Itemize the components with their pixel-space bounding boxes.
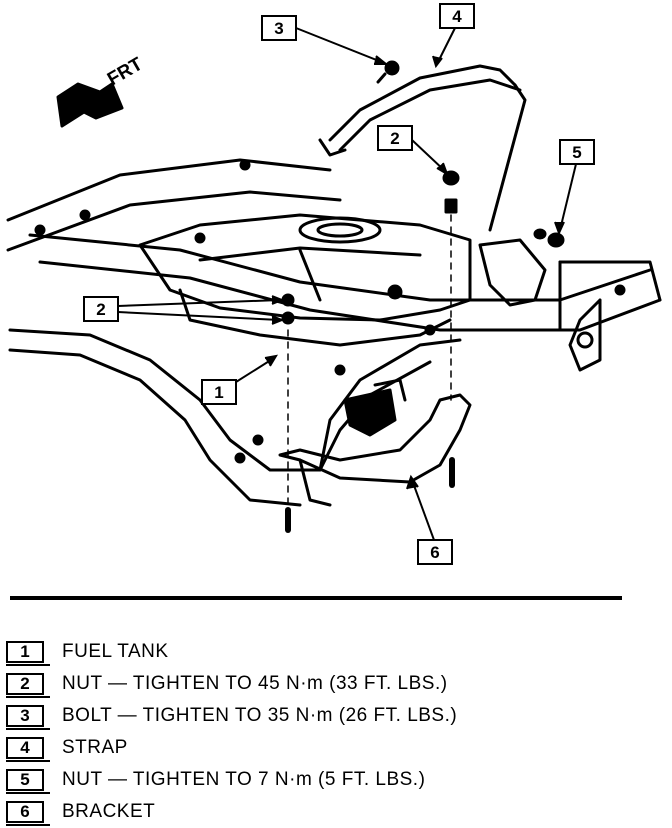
vehicle-frame [6, 158, 662, 507]
legend-number-box: 5 [6, 769, 50, 794]
legend-number-box: 3 [6, 705, 50, 730]
legend-item: 2 NUT — TIGHTEN TO 45 N·m (33 FT. LBS.) [4, 668, 644, 700]
parts-legend: 1 FUEL TANK 2 NUT — TIGHTEN TO 45 N·m (3… [4, 636, 644, 828]
callout-4-label: 4 [452, 7, 462, 26]
legend-description: BRACKET [62, 801, 156, 822]
fuel-tank [138, 213, 547, 347]
legend-description: NUT — TIGHTEN TO 45 N·m (33 FT. LBS.) [62, 673, 448, 694]
callout-3-label: 3 [274, 19, 283, 38]
frt-label: FRT [104, 53, 147, 90]
strap [318, 64, 527, 232]
legend-description: STRAP [62, 737, 128, 758]
callout-5-label: 5 [572, 143, 581, 162]
legend-item: 6 BRACKET [4, 796, 644, 828]
callout-4-strap: 4 [432, 3, 475, 69]
legend-item: 5 NUT — TIGHTEN TO 7 N·m (5 FT. LBS.) [4, 764, 644, 796]
legend-number-box: 2 [6, 673, 50, 698]
callout-3-bolt: 3 [261, 15, 389, 65]
front-direction-arrow: FRT [56, 53, 147, 128]
bracket [278, 378, 472, 507]
legend-description: FUEL TANK [62, 641, 169, 662]
callout-6-bracket: 6 [406, 474, 453, 565]
legend-description: BOLT — TIGHTEN TO 35 N·m (26 FT. LBS.) [62, 705, 458, 726]
callout-2-nut-top: 2 [377, 125, 449, 177]
legend-item: 1 FUEL TANK [4, 636, 644, 668]
callout-6-label: 6 [430, 543, 439, 562]
callout-2-nut-left: 2 [83, 295, 285, 325]
legend-item: 3 BOLT — TIGHTEN TO 35 N·m (26 FT. LBS.) [4, 700, 644, 732]
callout-1-label: 1 [214, 383, 223, 402]
hardware [285, 60, 565, 533]
legend-number-box: 4 [6, 737, 50, 762]
legend-divider [10, 596, 622, 600]
callout-2-left-label: 2 [96, 300, 105, 319]
callout-1-fuel-tank: 1 [201, 354, 278, 405]
legend-number-box: 1 [6, 641, 50, 666]
legend-description: NUT — TIGHTEN TO 7 N·m (5 FT. LBS.) [62, 769, 426, 790]
callout-2-top-label: 2 [390, 129, 399, 148]
legend-number-box: 6 [6, 801, 50, 826]
callout-5-nut: 5 [554, 139, 595, 236]
legend-item: 4 STRAP [4, 732, 644, 764]
fuel-tank-installation-diagram: FRT [6, 3, 662, 565]
